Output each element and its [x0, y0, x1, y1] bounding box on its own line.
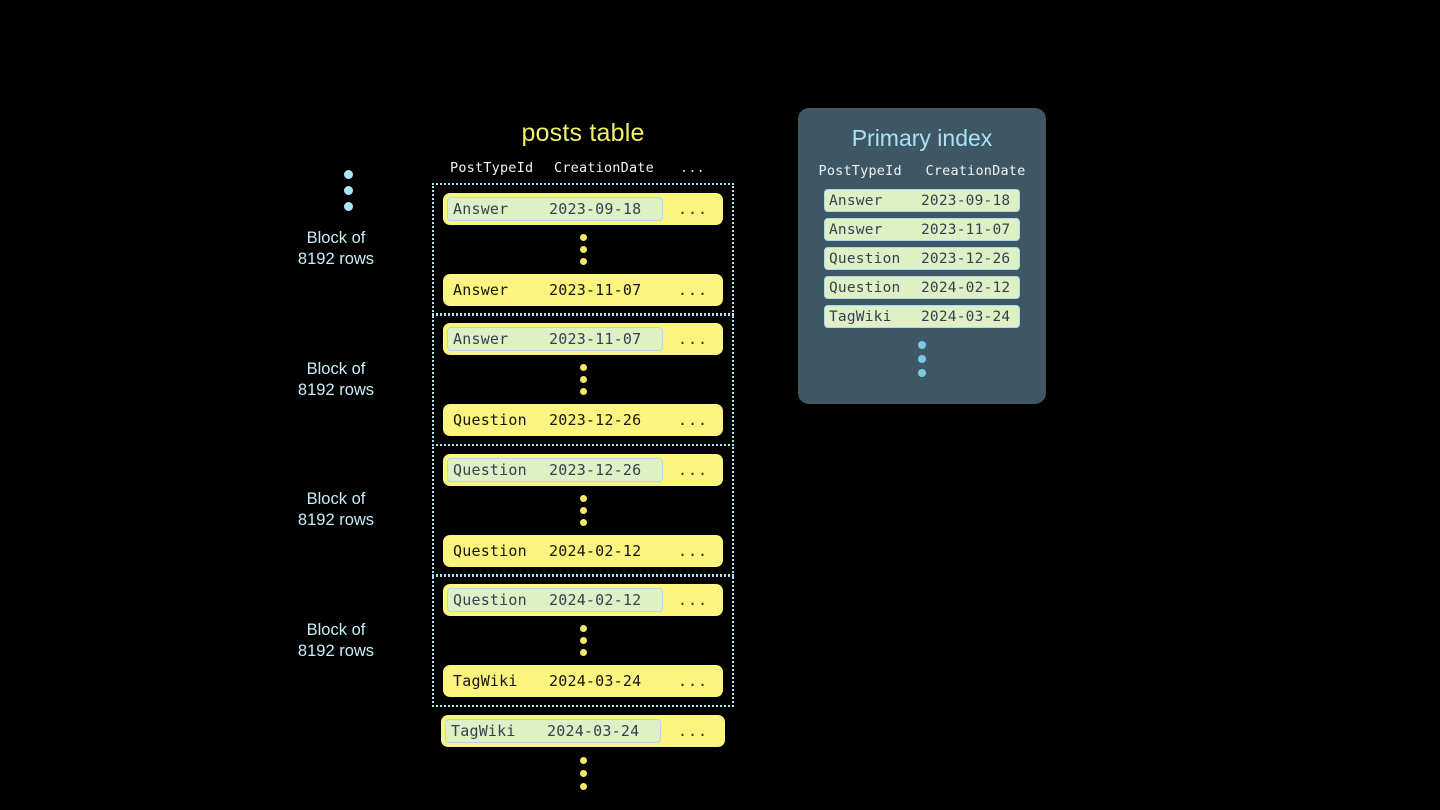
table-block: Block of 8192 rows Answer 2023-11-07 ...… — [298, 313, 734, 446]
row-key-cells: Question 2023-12-26 — [447, 408, 663, 432]
rows-ellipsis — [434, 616, 732, 665]
block-label: Block of 8192 rows — [297, 490, 375, 529]
cell-posttypeid: Question — [453, 591, 527, 609]
cell-posttypeid: TagWiki — [829, 308, 892, 325]
cell-ellipsis: ... — [677, 672, 709, 690]
column-header-posttypeid: PostTypeId — [450, 160, 534, 176]
cell-creationdate: 2023-09-18 — [921, 192, 1011, 209]
table-row: Question 2023-12-26 ... — [443, 453, 723, 486]
block-label: Block of 8192 rows — [297, 620, 375, 660]
cell-posttypeid: Answer — [829, 192, 883, 209]
cell-posttypeid: Answer — [453, 280, 509, 299]
block-label: Block of 8192 rows — [297, 359, 375, 399]
cell-creationdate: 2023-11-07 — [921, 221, 1011, 238]
cell-creationdate: 2023-12-26 — [549, 411, 642, 429]
cell-creationdate: 2024-03-24 — [921, 308, 1011, 325]
primary-index-title: Primary index — [851, 125, 993, 151]
cell-ellipsis: ... — [677, 460, 709, 479]
cell-ellipsis: ... — [677, 199, 709, 218]
blocks-continue-ellipsis — [344, 170, 353, 211]
cell-creationdate: 2024-02-12 — [921, 279, 1011, 296]
table-block: Block of 8192 rows Answer 2023-09-18 ...… — [298, 182, 734, 316]
row-key-highlight: Question 2024-02-12 — [447, 588, 663, 612]
index-row: TagWiki 2024-03-24 — [824, 305, 1020, 328]
cell-posttypeid: Question — [829, 250, 901, 267]
row-key-highlight: Question 2023-12-26 — [447, 457, 663, 482]
index-row: Answer 2023-09-18 — [824, 189, 1020, 212]
rows-ellipsis — [434, 355, 732, 404]
table-row: Question 2023-12-26 ... — [443, 404, 723, 436]
table-row: Answer 2023-09-18 ... — [443, 192, 723, 225]
primary-index-panel: Primary index PostTypeId CreationDate An… — [798, 108, 1046, 404]
index-row: Question 2023-12-26 — [824, 247, 1020, 270]
table-block: Block of 8192 rows Question 2024-02-12 .… — [298, 574, 734, 707]
cell-ellipsis: ... — [677, 591, 709, 609]
cell-posttypeid: Question — [453, 411, 527, 429]
column-header-ellipsis: ... — [680, 160, 705, 176]
cell-posttypeid: TagWiki — [451, 722, 516, 740]
column-header-posttypeid: PostTypeId — [818, 163, 902, 179]
cell-posttypeid: Question — [829, 279, 901, 296]
cell-creationdate: 2023-11-07 — [549, 330, 642, 348]
cell-creationdate: 2023-11-07 — [549, 280, 642, 299]
cell-ellipsis: ... — [677, 411, 709, 429]
table-continues-ellipsis — [432, 747, 734, 790]
cell-ellipsis: ... — [677, 541, 709, 560]
cell-creationdate: 2024-02-12 — [549, 591, 642, 609]
cell-posttypeid: Question — [453, 460, 527, 479]
cell-creationdate: 2023-12-26 — [549, 460, 642, 479]
table-row: TagWiki 2024-03-24 ... — [443, 665, 723, 697]
column-header-creationdate: CreationDate — [925, 163, 1026, 179]
page-title: posts table — [521, 119, 645, 147]
row-key-cells: Answer 2023-11-07 — [447, 278, 663, 302]
cell-posttypeid: Answer — [829, 221, 883, 238]
index-row: Question 2024-02-12 — [824, 276, 1020, 299]
primary-index-column-headers: PostTypeId CreationDate — [798, 163, 1046, 179]
posts-table-column-headers: PostTypeId CreationDate ... — [432, 160, 734, 176]
cell-creationdate: 2023-12-26 — [921, 250, 1011, 267]
cell-posttypeid: Answer — [453, 199, 509, 218]
index-row: Answer 2023-11-07 — [824, 218, 1020, 241]
column-header-creationdate: CreationDate — [554, 160, 654, 176]
cell-ellipsis: ... — [677, 280, 709, 299]
block-label: Block of 8192 rows — [297, 229, 375, 268]
cell-creationdate: 2024-02-12 — [549, 541, 642, 560]
cell-posttypeid: Answer — [453, 330, 509, 348]
cell-ellipsis: ... — [677, 722, 709, 740]
table-row: Answer 2023-11-07 ... — [443, 273, 723, 306]
cell-ellipsis: ... — [677, 330, 709, 348]
cell-creationdate: 2024-03-24 — [549, 672, 642, 690]
rows-ellipsis — [434, 486, 732, 535]
table-row: Question 2024-02-12 ... — [443, 584, 723, 616]
posts-table-group: posts table PostTypeId CreationDate ... … — [298, 118, 734, 790]
posts-table-tail: TagWiki 2024-03-24 ... — [432, 715, 734, 790]
cell-creationdate: 2023-09-18 — [549, 199, 642, 218]
table-row: Question 2024-02-12 ... — [443, 534, 723, 567]
row-key-highlight: TagWiki 2024-03-24 — [445, 719, 661, 743]
table-block: Block of 8192 rows Question 2023-12-26 .… — [298, 443, 734, 577]
rows-ellipsis — [434, 225, 732, 274]
table-row: Answer 2023-11-07 ... — [443, 323, 723, 355]
table-row: TagWiki 2024-03-24 ... — [441, 715, 725, 747]
cell-posttypeid: TagWiki — [453, 672, 518, 690]
row-key-cells: TagWiki 2024-03-24 — [447, 669, 663, 693]
row-key-highlight: Answer 2023-11-07 — [447, 327, 663, 351]
index-continues-ellipsis — [798, 334, 1046, 377]
row-key-highlight: Answer 2023-09-18 — [447, 196, 663, 221]
cell-posttypeid: Question — [453, 541, 527, 560]
cell-creationdate: 2024-03-24 — [547, 722, 640, 740]
row-key-cells: Question 2024-02-12 — [447, 539, 663, 563]
